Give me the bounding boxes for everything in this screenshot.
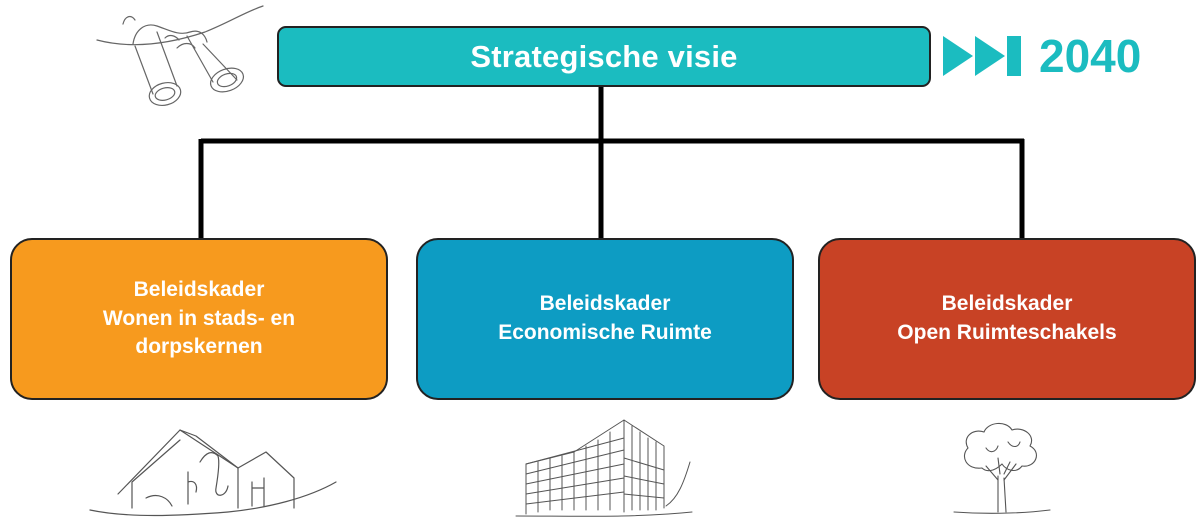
house-sketch [89,429,337,517]
office-building-sketch [515,419,693,517]
branch-open-line-1: Beleidskader [941,292,1073,316]
tree-sketch [953,422,1051,514]
branch-economic-space: Beleidskader Economische Ruimte [416,238,794,400]
branch-housing: Beleidskader Wonen in stads- en dorpsker… [10,238,388,400]
branch-economic-line-1: Beleidskader [539,292,671,316]
branch-open-line-2: Open Ruimteschakels [897,321,1117,344]
fast-forward-icon [943,36,1021,76]
horizon-year: 2040 [1039,30,1142,82]
branch-economic-line-2: Economische Ruimte [498,321,712,344]
branch-open-space: Beleidskader Open Ruimteschakels [818,238,1196,400]
branch-housing-line-3: dorpskernen [135,335,263,359]
horizon-badge: 2040 [943,28,1141,84]
strategic-vision-node: Strategische visie [277,26,931,87]
strategic-vision-label: Strategische visie [470,38,738,74]
branch-housing-line-1: Beleidskader [133,277,265,301]
binoculars-sketch [96,5,264,107]
branch-housing-line-2: Wonen in stads- en [102,306,296,330]
